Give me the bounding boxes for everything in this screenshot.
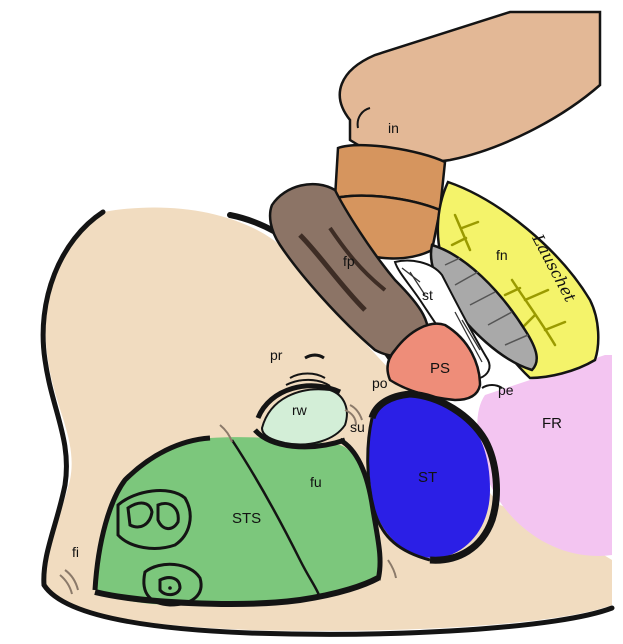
label-pr: pr — [270, 347, 283, 363]
label-po: po — [372, 375, 388, 391]
label-ps: PS — [430, 360, 450, 377]
label-fu: fu — [310, 474, 322, 490]
label-in: in — [388, 120, 399, 136]
label-st: st — [422, 287, 433, 303]
label-st-big: ST — [418, 469, 437, 486]
finger — [340, 12, 600, 162]
label-fi: fi — [72, 544, 79, 560]
label-sts: STS — [232, 510, 261, 527]
label-rw: rw — [292, 402, 308, 418]
label-su: su — [350, 419, 365, 435]
sts-dot — [168, 586, 172, 590]
label-pe: pe — [498, 382, 514, 398]
label-fn: fn — [496, 247, 508, 263]
label-fr: FR — [542, 415, 562, 432]
label-fp: fp — [343, 253, 355, 269]
